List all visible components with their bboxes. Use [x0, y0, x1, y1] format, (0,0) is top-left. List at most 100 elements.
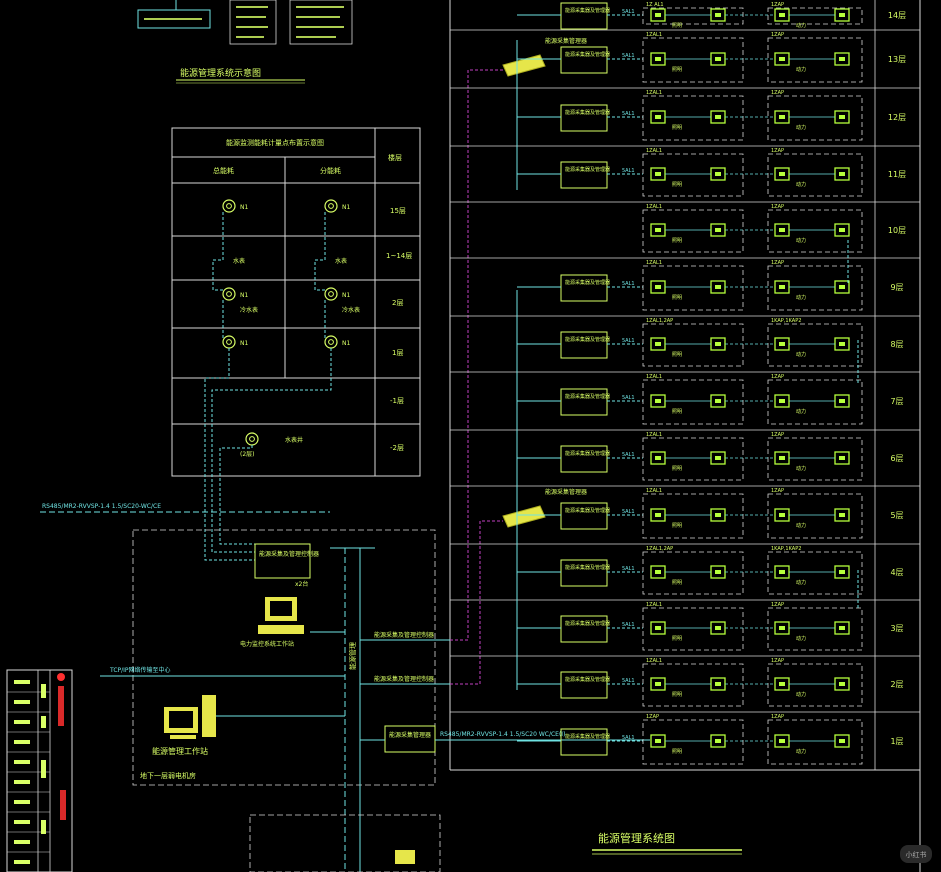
backbone-label: 能源管理 [348, 642, 357, 670]
pc-label: 电力监控系统工作站 [240, 640, 294, 648]
meter-tag: N1 [342, 292, 350, 299]
distribution-box-a [642, 551, 744, 595]
floor-label: 10层 [888, 226, 906, 235]
collector-box [560, 502, 608, 530]
distribution-box-a [642, 607, 744, 651]
meter-type-label: 动力 [796, 66, 806, 73]
distribution-box-a [642, 493, 744, 539]
floor-label: 4层 [890, 568, 903, 577]
meter-tag: N1 [342, 204, 350, 211]
collector-label: 能源采集器及管理器 [565, 7, 610, 14]
collector-box [560, 445, 608, 473]
sub-title: 能源管理系统示意图 [180, 67, 261, 79]
link-tag: 5AL1 [622, 566, 635, 572]
collector-box [560, 559, 608, 587]
link-tag: 5AL1 [622, 53, 635, 59]
control-room: 能源采集及管理控制器 x2台 电力监控系统工作站 能源管理工作站 地下一层弱电机… [100, 529, 650, 872]
box-a-label: 1ZAL1 [646, 432, 662, 438]
floor-label: 14层 [888, 11, 906, 20]
panel-row-floor: 1~14层 [386, 252, 412, 260]
collector-label: 能源采集器及管理器 [565, 450, 610, 457]
meter-type-label: 照明 [672, 692, 682, 698]
distribution-box-b [767, 209, 863, 253]
distribution-box-a [642, 7, 744, 25]
distribution-box-b [767, 37, 863, 83]
distribution-box-a [642, 209, 744, 253]
distribution-box-a [642, 379, 744, 425]
box-b-label: 1ZAP [771, 148, 784, 154]
workstation-icon [164, 695, 216, 739]
box-b-label: 1ZAP [771, 204, 784, 210]
link-tag: 5AL1 [622, 168, 635, 174]
meter-type-label: 照明 [672, 238, 682, 244]
floor-label: 12层 [888, 113, 906, 122]
link-label: 能源采集及管理控制器 [374, 631, 434, 639]
collector-box [560, 46, 608, 74]
magenta-links [450, 69, 503, 685]
meter-label: 水表 [233, 257, 245, 265]
meter-type-label: 照明 [672, 409, 682, 415]
col-floor-header: 楼层 [388, 153, 402, 162]
collector-box [560, 671, 608, 699]
collector-box [560, 104, 608, 132]
floor-label: 11层 [888, 170, 906, 179]
link-tag: 5AL1 [622, 281, 635, 287]
distribution-box-b [767, 265, 863, 311]
collector-box [560, 728, 608, 756]
meter-type-label: 动力 [796, 748, 806, 755]
box-b-label: 1ZAP [771, 714, 784, 720]
meter-type-label: 动力 [796, 691, 806, 698]
box-a-label: 1ZAL1 [646, 374, 662, 380]
distribution-box-b [767, 551, 863, 595]
col-total-header: 总能耗 [213, 166, 234, 175]
collector-label: 能源采集器及管理器 [565, 109, 610, 116]
box-a-label: 1ZAP [646, 714, 659, 720]
distribution-box-b [767, 95, 863, 141]
floor-label: 3层 [890, 624, 903, 633]
meter-type-label: 照明 [672, 523, 682, 529]
box-a-label: 1ZAL1,2AP [646, 546, 673, 552]
collector-label: 能源采集器及管理器 [565, 507, 610, 514]
meter-type-label: 照明 [672, 466, 682, 472]
collector-box [560, 388, 608, 416]
top-fragments [137, 0, 353, 45]
floor-label: 2层 [890, 680, 903, 689]
meter-type-label: 动力 [796, 635, 806, 642]
box-a-label: 1ZAL1 [646, 488, 662, 494]
link-tag: 5AL1 [622, 395, 635, 401]
water-meter-icon [222, 287, 236, 301]
floor-label: 13层 [888, 55, 906, 64]
meter-layout-panel: 能源监测能耗计量点布置示意图 总能耗 分能耗 楼层 15层 1~14层 2层 1… [171, 127, 421, 561]
collector-box [560, 615, 608, 643]
box-b-label: 1KAP,1KAP2 [771, 318, 801, 324]
meter-type-label: 照明 [672, 125, 682, 131]
collector-box [560, 2, 608, 30]
panel-header: 能源监测能耗计量点布置示意图 [226, 138, 324, 147]
meter-tag: N1 [240, 292, 248, 299]
meter-type-label: 动力 [796, 522, 806, 529]
meter-type-label: 动力 [796, 408, 806, 415]
distribution-box-b [767, 437, 863, 481]
meter-type-label: 照明 [672, 749, 682, 755]
distribution-box-b [767, 607, 863, 651]
floor-label: 1层 [890, 737, 903, 746]
meter-tag: N1 [240, 204, 248, 211]
bottom-meter-tag: (2层) [240, 451, 255, 458]
distribution-box-a [642, 323, 744, 367]
box-a-label: 1ZAL1 [646, 602, 662, 608]
distribution-box-a [642, 719, 744, 765]
collector-label: 能源采集器及管理器 [565, 564, 610, 571]
distribution-box-b [767, 379, 863, 425]
meter-type-label: 照明 [672, 295, 682, 301]
box-a-label: 1ZAL1 [646, 148, 662, 154]
meter-type-label: 动力 [796, 124, 806, 131]
link-label: 能源采集及管理控制器 [374, 675, 434, 683]
meter-type-label: 动力 [796, 22, 806, 29]
distribution-box-a [642, 663, 744, 707]
